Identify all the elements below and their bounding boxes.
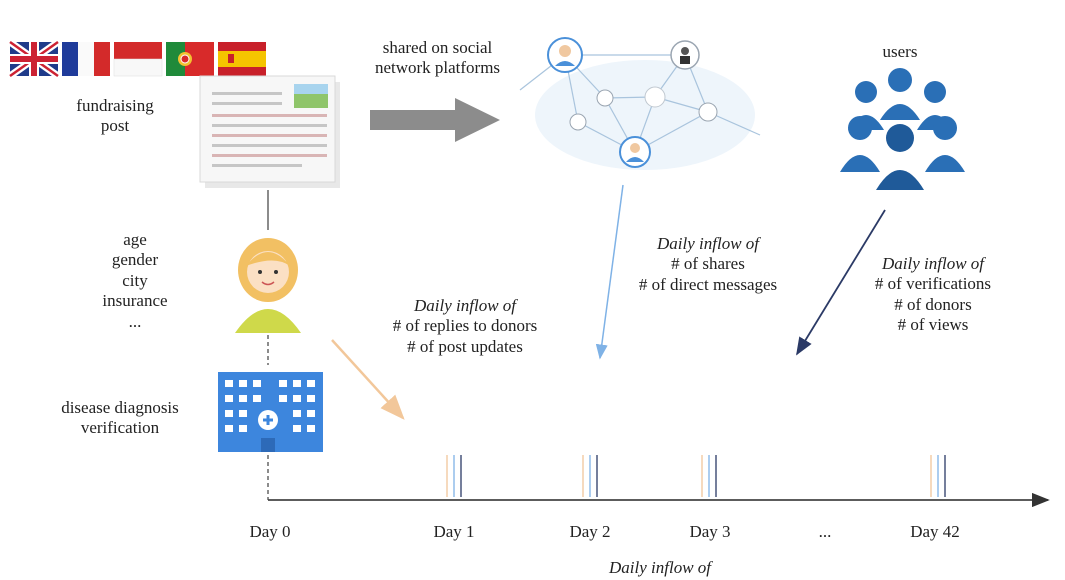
portugal-flag-icon <box>166 42 214 76</box>
hospital-icon <box>218 372 323 452</box>
post-label: fundraising post <box>60 96 170 137</box>
users-inflow-arrow <box>796 209 886 356</box>
users-inflow-line-2: # of donors <box>894 294 972 314</box>
replies-inflow-line-2: # of post updates <box>407 336 523 356</box>
day-42-inflow-marks <box>930 455 946 497</box>
bottom-inflow-title: Daily inflow of <box>609 558 711 577</box>
attribute-ellipsis: ... <box>128 311 142 331</box>
france-flag-icon <box>62 42 110 76</box>
indonesia-flag-icon <box>113 42 163 77</box>
day-label-3: Day 3 <box>689 522 731 541</box>
document-icon <box>199 75 340 188</box>
users-label: users <box>870 42 930 62</box>
attribute-gender: gender <box>111 250 159 270</box>
users-inflow-line-1: # of verifications <box>874 274 992 294</box>
shares-inflow-line-2: # of direct messages <box>638 274 778 294</box>
attribute-city: city <box>122 270 148 290</box>
shares-inflow-line-1: # of shares <box>671 254 745 274</box>
uk-flag-icon <box>7 39 61 79</box>
users-inflow-label: Daily inflow of # of verifications # of … <box>848 254 1018 336</box>
day-label-1: Day 1 <box>433 522 475 541</box>
day-label-ellipsis: ... <box>818 522 832 541</box>
shares-inflow-arrow <box>595 184 624 360</box>
shares-inflow-title: Daily inflow of <box>657 234 759 253</box>
replies-inflow-arrow <box>331 339 405 420</box>
hospital-label: disease diagnosis verification <box>30 398 210 439</box>
attribute-age: age <box>123 230 147 249</box>
hospital-label-text: disease diagnosis verification <box>61 398 179 438</box>
patient-attributes: age gender city insurance ... <box>80 230 190 332</box>
replies-inflow-line-1: # of replies to donors <box>392 316 538 336</box>
attribute-insurance: insurance <box>102 291 168 311</box>
replies-inflow-title: Daily inflow of <box>414 296 516 315</box>
post-label-text: fundraising post <box>76 96 154 136</box>
shares-inflow-label: Daily inflow of # of shares # of direct … <box>608 234 808 295</box>
users-group-icon <box>840 68 965 190</box>
spain-flag-icon <box>218 42 266 76</box>
day-3-inflow-marks <box>701 455 717 497</box>
day-label-42: Day 42 <box>910 522 960 541</box>
users-inflow-title: Daily inflow of <box>882 254 984 273</box>
share-label: shared on social network platforms <box>350 38 525 79</box>
patient-avatar-icon <box>235 238 301 333</box>
share-label-text: shared on social network platforms <box>374 38 501 78</box>
day-label-0: Day 0 <box>249 522 291 541</box>
users-inflow-line-3: # of views <box>897 315 969 335</box>
day-label-2: Day 2 <box>569 522 611 541</box>
social-network-icon <box>519 37 761 170</box>
replies-inflow-label: Daily inflow of # of replies to donors #… <box>365 296 565 357</box>
share-arrow <box>370 98 500 142</box>
day-2-inflow-marks <box>582 455 598 497</box>
users-label-text: users <box>882 42 918 61</box>
day-1-inflow-marks <box>446 455 462 497</box>
